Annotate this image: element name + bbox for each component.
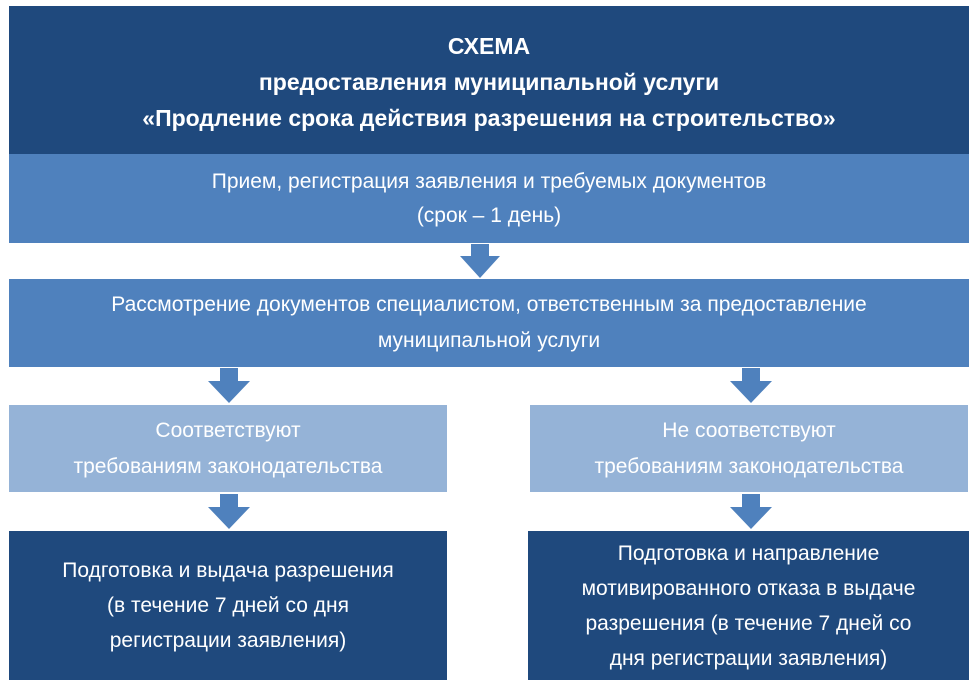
result-issue-line2: (в течение 7 дней со дня — [107, 594, 349, 617]
condition-noncompliant-line1: Не соответствуют — [662, 418, 836, 442]
condition-compliant-line1: Соответствуют — [155, 418, 301, 442]
title-service-name: «Продление срока действия разрешения на … — [142, 105, 836, 131]
step-reception-term: (срок – 1 день) — [416, 203, 562, 227]
result-refusal-line2: мотивированного отказа в выдаче — [581, 576, 916, 600]
result-refusal-line1: Подготовка и направление — [617, 541, 880, 565]
arrow-down-right-result-icon — [730, 494, 772, 529]
result-refusal-line4: дня регистрации заявления) — [609, 646, 888, 670]
title-service: предоставления муниципальной услуги — [258, 69, 720, 95]
result-issue-permit-box: Подготовка и выдача разрешения (в течени… — [9, 531, 447, 680]
title-schema: СХЕМА — [447, 33, 531, 59]
condition-noncompliant-line2: требованиям законодательства — [594, 454, 904, 478]
result-refusal-line3: разрешения (в течение 7 дней со — [585, 611, 912, 635]
arrow-down-right-icon — [730, 368, 772, 403]
step-review-box: Рассмотрение документов специалистом, от… — [9, 279, 969, 367]
arrow-down-left-result-icon — [208, 494, 250, 529]
step-reception-text: Прием, регистрация заявления и требуемых… — [211, 169, 767, 193]
result-refusal-box: Подготовка и направление мотивированного… — [528, 531, 969, 680]
result-issue-line3: регистрации заявления) — [109, 629, 347, 652]
result-issue-line1: Подготовка и выдача разрешения — [62, 559, 394, 582]
arrow-down-icon — [460, 244, 500, 278]
step-review-text-line1: Рассмотрение документов специалистом, от… — [111, 293, 867, 316]
condition-compliant-box: Соответствуют требованиям законодательст… — [9, 405, 447, 492]
diagram-title-box: СХЕМА предоставления муниципальной услуг… — [9, 6, 969, 154]
condition-noncompliant-box: Не соответствуют требованиям законодател… — [530, 405, 968, 492]
condition-compliant-line2: требованиям законодательства — [73, 454, 383, 478]
step-reception-box: Прием, регистрация заявления и требуемых… — [9, 154, 969, 243]
arrow-down-left-icon — [208, 368, 250, 403]
step-review-text-line2: муниципальной услуги — [377, 329, 601, 352]
